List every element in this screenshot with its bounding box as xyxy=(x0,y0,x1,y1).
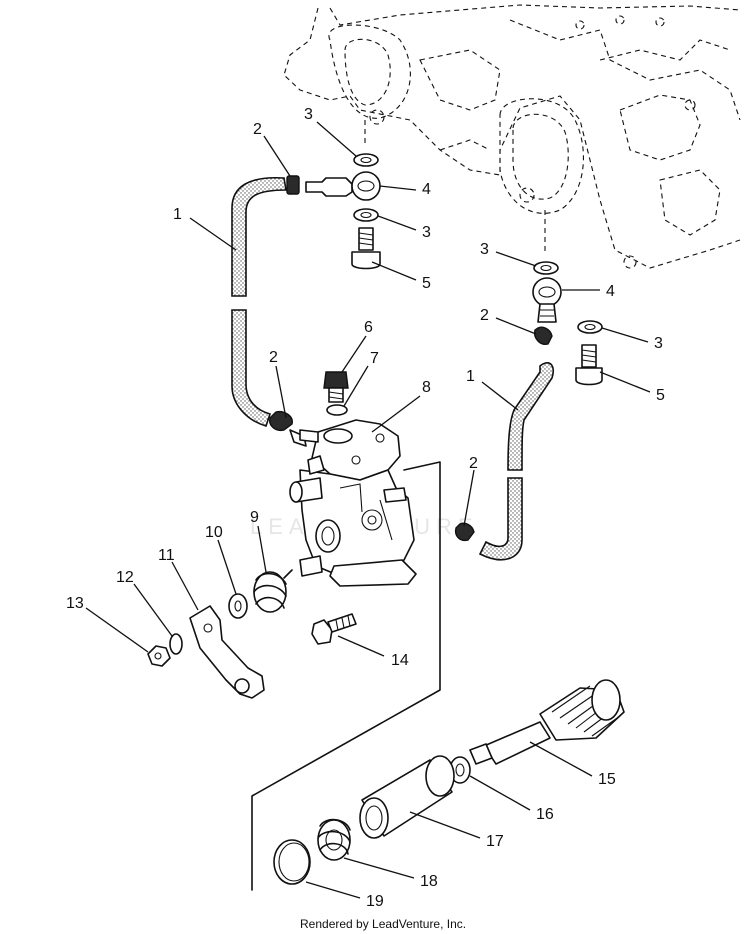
assembly-bracket xyxy=(251,461,441,891)
callout-9: 9 xyxy=(250,509,259,526)
callout-17: 17 xyxy=(486,833,504,850)
drive-shaft-parts xyxy=(273,679,625,885)
callout-4-right: 4 xyxy=(606,283,615,300)
callout-2-left: 2 xyxy=(269,349,278,366)
callout-18: 18 xyxy=(420,873,438,890)
callout-8: 8 xyxy=(422,379,431,396)
callout-14: 14 xyxy=(391,652,409,669)
right-oil-line xyxy=(454,261,603,561)
callout-15: 15 xyxy=(598,771,616,788)
callout-1-right: 1 xyxy=(466,368,475,385)
callout-3-right: 3 xyxy=(480,241,489,258)
callout-1-left: 1 xyxy=(173,206,182,223)
callout-5-upper: 5 xyxy=(422,275,431,292)
callout-12: 12 xyxy=(116,569,134,586)
callout-16: 16 xyxy=(536,806,554,823)
callout-2-right: 2 xyxy=(480,307,489,324)
callout-13: 13 xyxy=(66,595,84,612)
callout-7: 7 xyxy=(370,350,379,367)
control-lever-parts xyxy=(147,569,357,699)
engine-block xyxy=(283,4,741,269)
callout-5-right: 5 xyxy=(656,387,665,404)
callout-10: 10 xyxy=(205,524,223,541)
oil-pump xyxy=(289,371,417,587)
callout-11: 11 xyxy=(158,547,175,564)
callout-6: 6 xyxy=(364,319,373,336)
callout-3-upper-lower: 3 xyxy=(422,224,431,241)
callout-19: 19 xyxy=(366,893,384,910)
callout-2-top: 2 xyxy=(253,121,262,138)
callout-4-upper: 4 xyxy=(422,181,431,198)
callout-2-right-mid: 2 xyxy=(469,455,478,472)
callout-3-top: 3 xyxy=(304,106,313,123)
render-credit: Rendered by LeadVenture, Inc. xyxy=(300,917,466,931)
callout-3-right-lower: 3 xyxy=(654,335,663,352)
left-oil-line xyxy=(231,153,381,447)
callouts: 1 2 3 4 3 5 3 4 2 3 5 1 2 xyxy=(66,106,665,910)
